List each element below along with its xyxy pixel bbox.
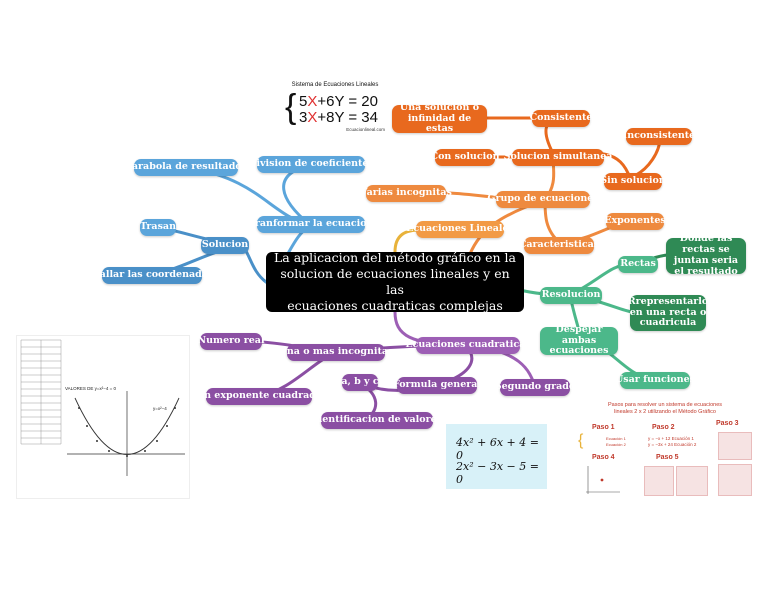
parabola-graph	[20, 339, 185, 476]
step-1-eq-b: Ecuación 2	[606, 442, 626, 447]
node-ecuaciones-cuadraticas[interactable]: Ecuaciones cuadraticas	[405, 337, 531, 354]
central-line-1: La aplicacion del método gráfico en la	[274, 249, 516, 265]
step-3-label: Paso 3	[716, 420, 739, 427]
source-label: Ecuacionlineal.com	[346, 127, 385, 132]
node-varias-incognitas[interactable]: Varias incognitas	[360, 185, 452, 202]
node-una-mas-incognitas[interactable]: Una o mas incognitas	[279, 344, 393, 361]
steps-title-1: Pasos para resolver un sistema de ecuaci…	[607, 402, 723, 408]
node-representarlo[interactable]: Rrepresentarlo en una recta o cuadricula	[628, 295, 708, 331]
method-steps-image: Pasos para resolver un sistema de ecuaci…	[572, 398, 758, 502]
node-usar-funciones[interactable]: Usar funciones	[615, 372, 695, 389]
node-identificacion[interactable]: identificacion de valores	[312, 412, 442, 429]
node-hallar[interactable]: Hallar las coordenadas	[91, 267, 213, 284]
node-ecuaciones-lineales[interactable]: Ecuaciones Lineales	[406, 221, 514, 238]
node-exponente-cuadrado[interactable]: Un exponente cuadrado	[196, 388, 322, 405]
graph-title: VALORES DE y=x²−4 = 0	[65, 386, 117, 391]
node-con-solucion[interactable]: Con solucion	[431, 149, 499, 166]
step-5-table-a	[644, 466, 674, 496]
central-topic[interactable]: La aplicacion del método gráfico en la s…	[266, 249, 524, 314]
linear-system-caption: Sistema de Ecuaciones Lineales	[291, 82, 379, 88]
node-caracteristicas[interactable]: Caracteristicas	[519, 237, 599, 254]
step-5-table	[676, 466, 708, 496]
brace-symbol: {	[285, 88, 297, 126]
central-line-3: ecuaciones cuadraticas complejas	[287, 298, 503, 314]
node-una-solucion[interactable]: Una solucion o infinidad de estas	[392, 102, 487, 134]
node-grupo-ecuaciones[interactable]: Grupo de ecuaciones	[487, 191, 599, 208]
node-segundo-grado[interactable]: Segundo grado	[495, 379, 575, 396]
node-formula-general[interactable]: Formula general	[393, 377, 481, 394]
graph-curve-label: y=x²−4	[153, 406, 167, 411]
node-resolucion[interactable]: Resolucion	[540, 287, 602, 304]
step-4-label: Paso 4	[592, 454, 615, 461]
step-2-eq-b: y = −3x + 24 Ecuación 2	[648, 442, 697, 447]
central-line-2: solucion de ecuaciones lineales y en las	[280, 265, 510, 297]
step-1-eq-a: Ecuación 1	[606, 436, 626, 441]
node-sin-solucion[interactable]: Sin solucion	[600, 173, 666, 190]
linear-system-image: Sistema de Ecuaciones Lineales { 5X+6Y =…	[285, 82, 385, 132]
node-consistente[interactable]: Consistente	[530, 110, 592, 127]
node-division[interactable]: Division de coeficientes	[248, 156, 374, 173]
node-inconsistente[interactable]: Inconsistente	[623, 128, 695, 145]
step-5-label: Paso 5	[656, 454, 679, 461]
equation-line-1: 5X+6Y = 20	[299, 93, 378, 110]
node-exponentes[interactable]: Exponentes	[604, 213, 666, 230]
quadratic-eq-2: 2x² − 3x − 5 = 0	[456, 460, 539, 486]
node-solucion[interactable]: Solucion	[201, 237, 249, 254]
node-trasan[interactable]: Trasan	[140, 219, 176, 236]
node-donde-rectas[interactable]: Donde las rectas se juntan seria el resu…	[666, 233, 746, 277]
parabola-graph-image: VALORES DE y=x²−4 = 0 y=x²−4	[16, 335, 190, 499]
steps-title-2: lineales 2 x 2 utilizando el Método Gráf…	[614, 409, 716, 415]
node-numero-real[interactable]: Numero real	[197, 333, 265, 350]
quadratic-equations-panel: 4x² + 6x + 4 = 0 2x² − 3x − 5 = 0	[446, 424, 547, 489]
node-rectas[interactable]: Rectas	[618, 256, 658, 273]
node-solucion-simultanea[interactable]: Solucion simultanea	[504, 149, 612, 166]
equation-line-2: 3X+8Y = 34	[299, 109, 378, 126]
step-2-label: Paso 2	[652, 424, 675, 431]
step-3-table	[718, 432, 752, 460]
step-2-eq-a: y = −x + 12 Ecuación 1	[648, 436, 694, 441]
step-1-label: Paso 1	[592, 424, 615, 431]
step-1-brace: {	[578, 432, 584, 449]
node-transformar[interactable]: Tranformar la ecuacion	[249, 216, 374, 233]
node-parabola[interactable]: Parabola de resultados	[125, 159, 247, 176]
step-4-graph	[586, 466, 620, 494]
step-3-table-b	[718, 464, 752, 496]
node-abc[interactable]: a, b y c	[341, 374, 379, 391]
node-despejar[interactable]: Despejar ambas ecuaciones	[540, 324, 618, 356]
quadratic-eq-1: 4x² + 6x + 4 = 0	[456, 436, 539, 462]
